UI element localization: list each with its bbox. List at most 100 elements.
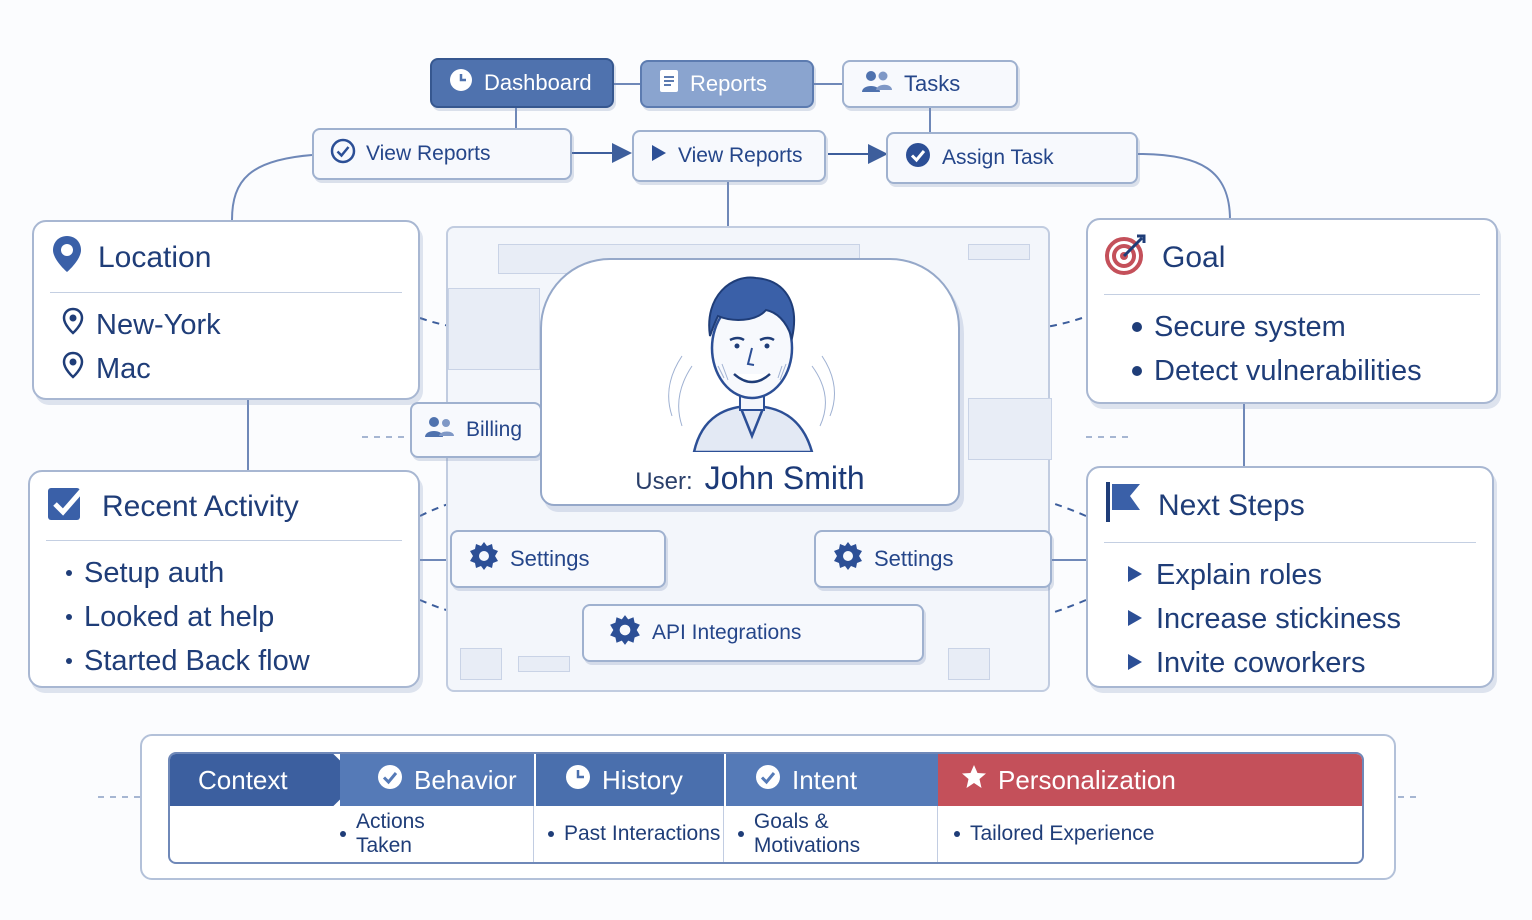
bullet-icon <box>1132 366 1142 376</box>
context-band: Context Behavior History Intent Personal… <box>168 752 1364 864</box>
segment-context[interactable]: Context <box>170 754 360 806</box>
goal-item-text: Secure system <box>1154 310 1346 343</box>
check-circle-icon <box>754 763 782 798</box>
location-list: New-York Mac <box>34 303 418 391</box>
list-item: Setup auth <box>66 551 418 595</box>
view-reports-play-label: View Reports <box>678 144 803 167</box>
segment-history-subtitle: Past Interactions <box>564 822 721 845</box>
mock-bar <box>968 244 1030 260</box>
bullet-icon <box>340 831 346 837</box>
check-circle-icon <box>376 763 404 798</box>
goal-item-text: Detect vulnerabilities <box>1154 354 1422 387</box>
user-label-row: User: John Smith <box>542 460 958 497</box>
settings-right-label: Settings <box>874 546 954 571</box>
goal-card: Goal Secure system Detect vulnerabilitie… <box>1086 218 1498 404</box>
recent-activity-card: Recent Activity Setup auth Looked at hel… <box>28 470 420 688</box>
segment-behavior[interactable]: Behavior <box>340 754 534 806</box>
play-icon <box>650 143 668 169</box>
map-pin-icon <box>62 351 84 387</box>
target-icon <box>1104 232 1148 284</box>
activity-item-text: Started Back flow <box>84 644 310 677</box>
location-header: Location <box>50 234 402 293</box>
list-item: New-York <box>62 303 418 347</box>
segment-behavior-sub: Actions Taken <box>340 806 534 862</box>
activity-item-text: Looked at help <box>84 600 275 633</box>
triangle-bullet-icon <box>1126 559 1144 592</box>
assign-task-label: Assign Task <box>942 146 1054 169</box>
star-icon <box>960 763 988 798</box>
settings-left-label: Settings <box>510 546 590 571</box>
goal-list: Secure system Detect vulnerabilities <box>1088 305 1496 393</box>
map-pin-icon <box>62 307 84 343</box>
location-item-text: Mac <box>96 352 151 385</box>
api-integrations-label: API Integrations <box>652 621 802 644</box>
segment-history-title: History <box>602 764 683 795</box>
flag-icon <box>1104 480 1144 532</box>
location-item-text: New-York <box>96 308 221 341</box>
segment-intent[interactable]: Intent <box>724 754 938 806</box>
recent-activity-header: Recent Activity <box>46 484 402 541</box>
assign-task-button[interactable]: Assign Task <box>886 132 1138 184</box>
recent-activity-list: Setup auth Looked at help Started Back f… <box>30 551 418 683</box>
segment-intent-title: Intent <box>792 764 858 795</box>
tasks-button[interactable]: Tasks <box>842 60 1018 108</box>
segment-history[interactable]: History <box>534 754 724 806</box>
checkbox-icon <box>46 484 88 530</box>
triangle-bullet-icon <box>1126 647 1144 680</box>
map-pin-icon <box>50 234 84 282</box>
list-item: Detect vulnerabilities <box>1132 349 1496 393</box>
reports-label: Reports <box>690 71 768 96</box>
next-steps-card: Next Steps Explain roles Increase sticki… <box>1086 466 1494 688</box>
settings-right-button[interactable]: Settings <box>814 530 1052 588</box>
check-circle-icon <box>330 138 356 170</box>
segment-context-title: Context <box>198 764 288 795</box>
bullet-icon <box>66 570 72 576</box>
list-item: Looked at help <box>66 595 418 639</box>
view-reports-play-button[interactable]: View Reports <box>632 130 826 182</box>
gear-icon <box>832 540 864 578</box>
activity-item-text: Setup auth <box>84 556 225 589</box>
mock-block <box>968 398 1052 460</box>
user-name: John Smith <box>704 460 865 496</box>
mock-block <box>460 648 502 680</box>
next-step-text: Explain roles <box>1156 558 1323 591</box>
segment-personalization-sub: Tailored Experience <box>938 806 1362 862</box>
clock-icon <box>564 763 592 798</box>
segment-intent-sub: Goals & Motivations <box>724 806 938 862</box>
mock-block <box>518 656 570 672</box>
location-title: Location <box>98 241 212 274</box>
tasks-label: Tasks <box>904 71 961 96</box>
api-integrations-button[interactable]: API Integrations <box>582 604 924 662</box>
user-profile-card[interactable]: User: John Smith <box>540 258 960 506</box>
segment-behavior-subtitle: Actions Taken <box>355 810 425 857</box>
reports-button[interactable]: Reports <box>640 60 814 108</box>
gear-icon <box>608 613 642 653</box>
view-reports-button[interactable]: View Reports <box>312 128 572 180</box>
segment-personalization[interactable]: Personalization <box>938 754 1362 806</box>
settings-left-button[interactable]: Settings <box>450 530 666 588</box>
users-icon <box>860 68 894 100</box>
dashboard-button[interactable]: Dashboard <box>430 58 614 108</box>
goal-header: Goal <box>1104 232 1480 295</box>
segment-history-sub: Past Interactions <box>534 806 724 862</box>
segment-personalization-title: Personalization <box>998 764 1176 795</box>
view-reports-label: View Reports <box>366 142 491 165</box>
avatar <box>652 266 852 454</box>
dashboard-label: Dashboard <box>484 70 592 95</box>
list-item: Explain roles <box>1126 553 1492 597</box>
bullet-icon <box>548 831 554 837</box>
list-item: Mac <box>62 347 418 391</box>
bullet-icon <box>1132 322 1142 332</box>
list-item: Invite coworkers <box>1126 641 1492 685</box>
recent-activity-title: Recent Activity <box>102 490 299 523</box>
check-circle-icon <box>904 141 932 175</box>
next-step-text: Increase stickiness <box>1156 602 1401 635</box>
list-item: Increase stickiness <box>1126 597 1492 641</box>
triangle-bullet-icon <box>1126 603 1144 636</box>
document-icon <box>658 68 680 100</box>
list-item: Started Back flow <box>66 639 418 683</box>
bullet-icon <box>954 831 960 837</box>
list-item: Secure system <box>1132 305 1496 349</box>
billing-button[interactable]: Billing <box>410 402 542 458</box>
segment-behavior-title: Behavior <box>414 764 517 795</box>
